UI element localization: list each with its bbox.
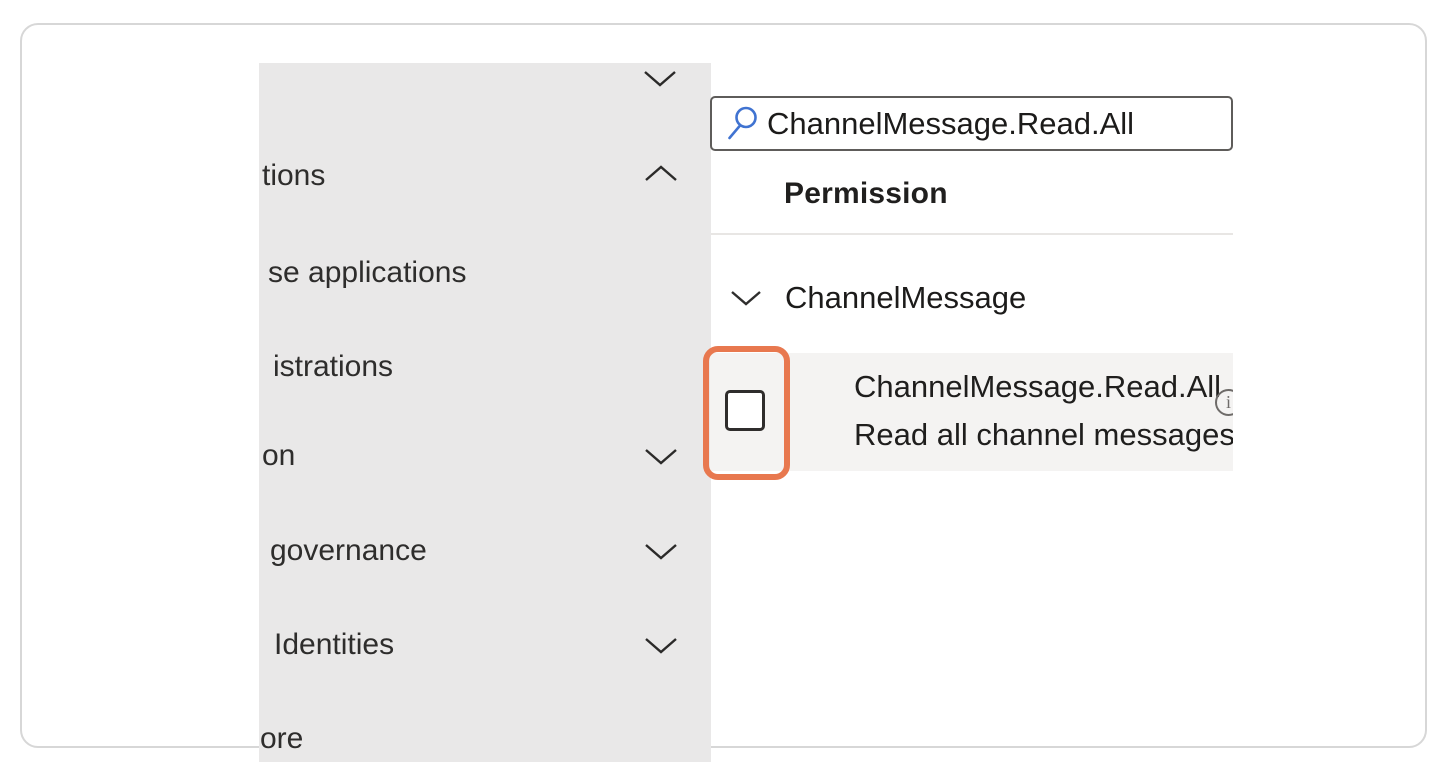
sidebar-item-protection[interactable]: on [262, 439, 296, 472]
permission-search-input[interactable]: ChannelMessage.Read.All [710, 96, 1233, 151]
permission-group-channelmessage[interactable]: ChannelMessage [785, 280, 1027, 315]
sidebar-item-applications[interactable]: tions [262, 159, 326, 192]
chevron-down-icon[interactable] [644, 636, 678, 655]
sidebar-item-show-more[interactable]: ore [260, 722, 304, 755]
permission-description: Read all channel messages [854, 417, 1233, 452]
sidebar-item-app-registrations[interactable]: istrations [273, 350, 394, 383]
sidebar-item-external-identities[interactable]: Identities [274, 628, 395, 661]
chevron-down-icon[interactable] [643, 69, 677, 88]
chevron-down-icon[interactable] [644, 447, 678, 466]
chevron-up-icon[interactable] [644, 164, 678, 183]
permission-row[interactable]: ChannelMessage.Read.All i Read all chann… [710, 353, 1233, 471]
permission-name: ChannelMessage.Read.All [854, 369, 1222, 404]
permission-checkbox[interactable] [725, 390, 765, 431]
permission-column-header: Permission [784, 177, 948, 210]
sidebar-item-enterprise-applications[interactable]: se applications [268, 256, 467, 289]
chevron-down-icon[interactable] [730, 289, 762, 307]
screenshot-card: tions se applications istrations on gove… [20, 23, 1427, 762]
info-icon[interactable]: i [1215, 389, 1233, 416]
sidebar-item-identity-governance[interactable]: governance [270, 534, 427, 567]
header-divider [711, 233, 1233, 235]
chevron-down-icon[interactable] [644, 542, 678, 561]
nav-sidebar-dimmed: tions se applications istrations on gove… [259, 63, 711, 762]
search-icon [725, 105, 757, 143]
search-input-value: ChannelMessage.Read.All [767, 106, 1135, 141]
